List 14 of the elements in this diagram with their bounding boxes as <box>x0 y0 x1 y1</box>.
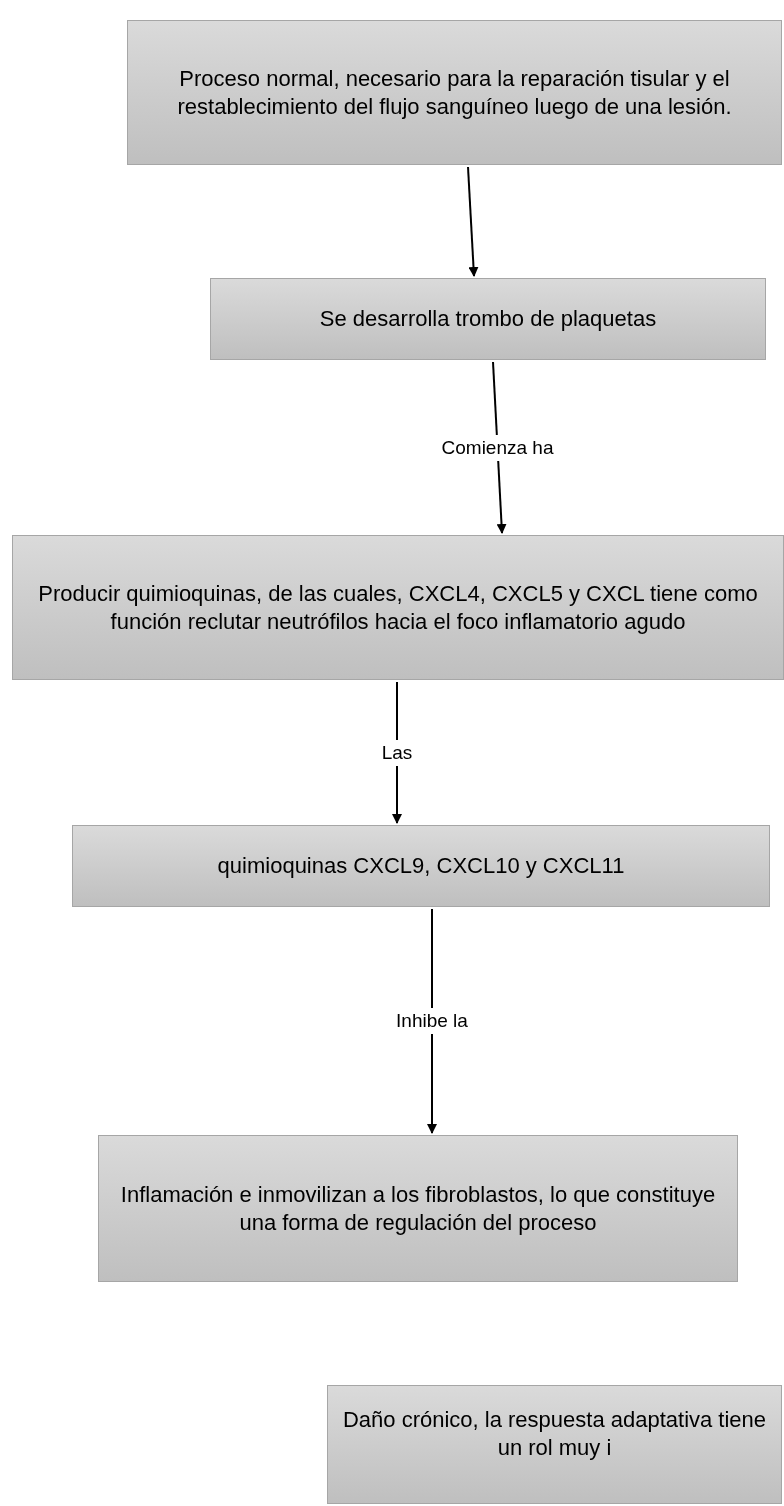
process-box <box>72 825 770 907</box>
arrow <box>467 166 479 277</box>
process-box <box>98 1135 738 1282</box>
box-text: Daño crónico, la respuesta adaptativa tiene un rol muy i <box>342 1406 767 1461</box>
box-text: Producir quimioquinas, de las cuales, CXCL4, CXCL5 y CXCL tiene como función reclutar neutrófilos hacia el foco inflamatorio agudo <box>37 580 759 635</box>
box-text: quimioquinas CXCL9, CXCL10 y CXCL11 <box>217 852 625 880</box>
box-text: Proceso normal, necesario para la reparación tisular y el restablecimiento del flujo sanguíneo luego de una lesión. <box>176 65 733 120</box>
process-box <box>210 278 766 360</box>
box-text: Se desarrolla trombo de plaquetas <box>319 305 657 333</box>
process-box <box>327 1385 782 1504</box>
process-box <box>127 20 782 165</box>
arrow <box>427 908 437 1134</box>
process-box <box>12 535 784 680</box>
box-text: Inflamación e inmovilizan a los fibroblastos, lo que constituye una forma de regulación del proceso <box>119 1181 717 1236</box>
